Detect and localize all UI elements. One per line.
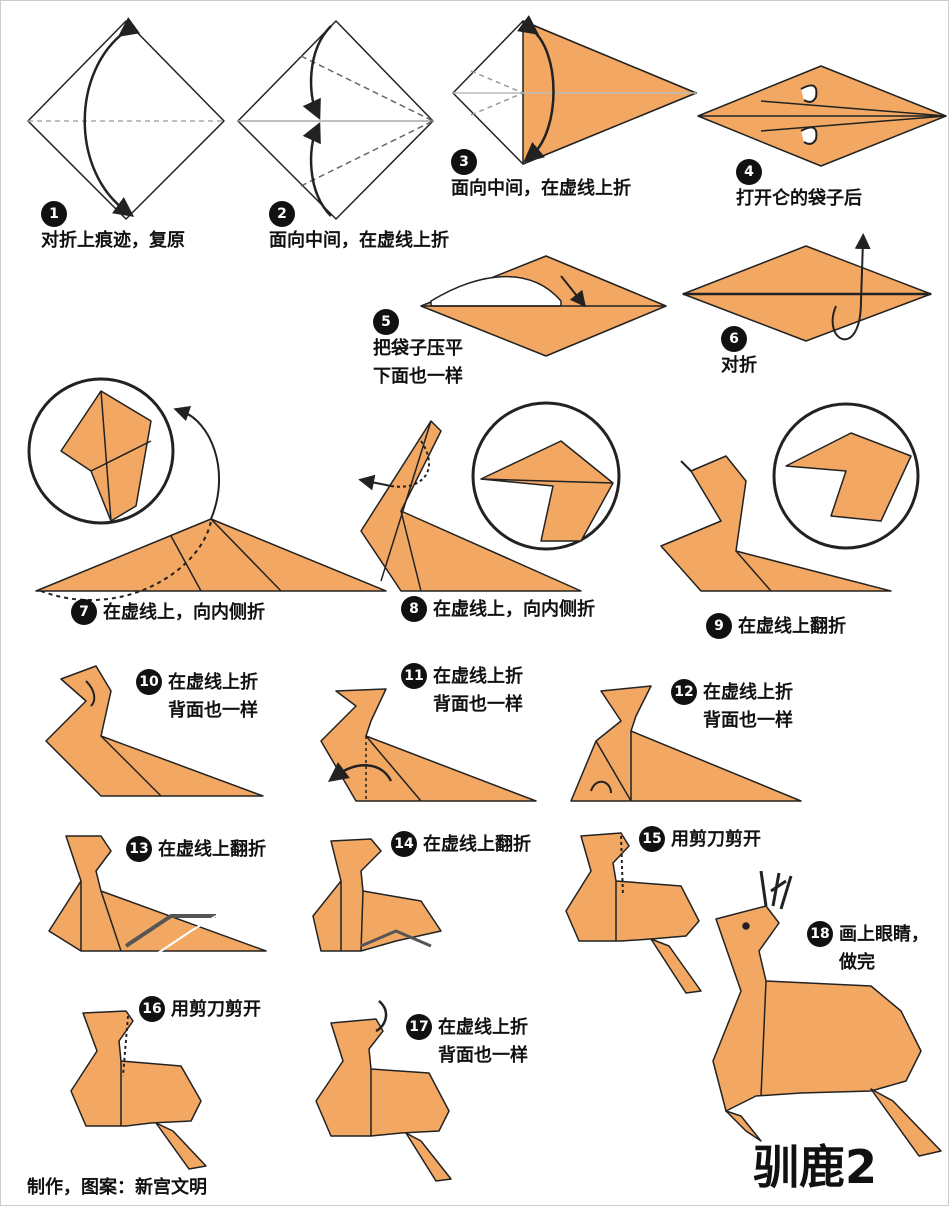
step-16: 16 用剪刀剪开 — [139, 996, 261, 1024]
step-instruction: 在虚线上，向内侧折 — [103, 602, 265, 623]
step-11: 11 在虚线上折 背面也一样 — [401, 663, 523, 719]
diagram-step-16 — [70, 1010, 207, 1170]
step-2: 2 面向中间，在虚线上折 — [269, 201, 449, 255]
step-instruction: 对折 — [721, 355, 757, 376]
step-number: 3 — [451, 149, 477, 175]
diagram-step-1 — [27, 17, 225, 220]
credit-line: 制作，图案：新宫文明 — [27, 1177, 207, 1198]
step-instruction: 在虚线上折 背面也一样 — [438, 1017, 528, 1066]
diagram-step-17 — [315, 1000, 452, 1182]
step-12: 12 在虚线上折 背面也一样 — [671, 679, 793, 735]
step-instruction: 面向中间，在虚线上折 — [269, 230, 449, 251]
step-instruction: 在虚线上折 背面也一样 — [433, 666, 523, 715]
step-6: 6 对折 — [721, 326, 757, 380]
step-number: 10 — [136, 669, 162, 695]
step-instruction: 画上眼睛， 做完 — [839, 924, 929, 973]
diagram-step-5 — [420, 255, 667, 357]
step-17: 17 在虚线上折 背面也一样 — [406, 1014, 528, 1070]
diagram-step-13 — [48, 835, 267, 962]
step-number: 13 — [126, 836, 152, 862]
diagram-step-12 — [570, 685, 802, 802]
step-instruction: 在虚线上折 背面也一样 — [168, 672, 258, 721]
diagram-step-2 — [237, 20, 434, 220]
diagram-step-15 — [565, 832, 702, 994]
step-number: 14 — [391, 831, 417, 857]
step-instruction: 把袋子压平 下面也一样 — [373, 338, 463, 387]
diagram-step-9 — [660, 402, 920, 592]
step-number: 5 — [373, 309, 399, 335]
diagram-step-6 — [682, 233, 932, 342]
step-instruction: 在虚线上翻折 — [738, 616, 846, 637]
step-13: 13 在虚线上翻折 — [126, 836, 266, 864]
step-number: 15 — [639, 826, 665, 852]
step-instruction: 面向中间，在虚线上折 — [451, 178, 631, 199]
step-number: 2 — [269, 201, 295, 227]
step-number: 18 — [807, 921, 833, 947]
step-number: 9 — [706, 613, 732, 639]
step-15: 15 用剪刀剪开 — [639, 826, 761, 854]
page-title: 驯鹿2 — [753, 1140, 878, 1194]
step-3: 3 面向中间，在虚线上折 — [451, 149, 631, 203]
step-number: 4 — [736, 159, 762, 185]
step-instruction: 在虚线上折 背面也一样 — [703, 682, 793, 731]
step-18: 18 画上眼睛， 做完 — [807, 921, 929, 977]
step-instruction: 打开仑的袋子后 — [736, 188, 862, 209]
step-9: 9 在虚线上翻折 — [706, 613, 846, 641]
diagram-step-3 — [452, 15, 697, 165]
diagram-step-4 — [697, 65, 947, 167]
step-7: 7 在虚线上，向内侧折 — [71, 599, 265, 627]
step-10: 10 在虚线上折 背面也一样 — [136, 669, 258, 725]
diagram-step-14 — [312, 838, 442, 952]
step-number: 16 — [139, 996, 165, 1022]
step-instruction: 对折上痕迹，复原 — [41, 230, 185, 251]
step-number: 17 — [406, 1014, 432, 1040]
step-number: 1 — [41, 201, 67, 227]
diagram-step-8 — [358, 401, 621, 592]
step-1: 1 对折上痕迹，复原 — [41, 201, 185, 255]
step-5: 5 把袋子压平 下面也一样 — [373, 309, 463, 391]
step-instruction: 在虚线上翻折 — [423, 834, 531, 855]
step-number: 12 — [671, 679, 697, 705]
step-number: 11 — [401, 663, 427, 689]
step-instruction: 用剪刀剪开 — [671, 829, 761, 850]
diagram-step-11 — [320, 688, 537, 802]
step-number: 8 — [401, 596, 427, 622]
step-instruction: 用剪刀剪开 — [171, 999, 261, 1020]
step-14: 14 在虚线上翻折 — [391, 831, 531, 859]
step-instruction: 在虚线上翻折 — [158, 839, 266, 860]
diagram-step-7 — [27, 377, 387, 601]
step-4: 4 打开仑的袋子后 — [736, 159, 862, 213]
step-instruction: 在虚线上，向内侧折 — [433, 599, 595, 620]
step-8: 8 在虚线上，向内侧折 — [401, 596, 595, 624]
diagram-step-10 — [45, 665, 264, 797]
step-number: 6 — [721, 326, 747, 352]
step-number: 7 — [71, 599, 97, 625]
diagram-step-18-reindeer — [712, 870, 942, 1157]
